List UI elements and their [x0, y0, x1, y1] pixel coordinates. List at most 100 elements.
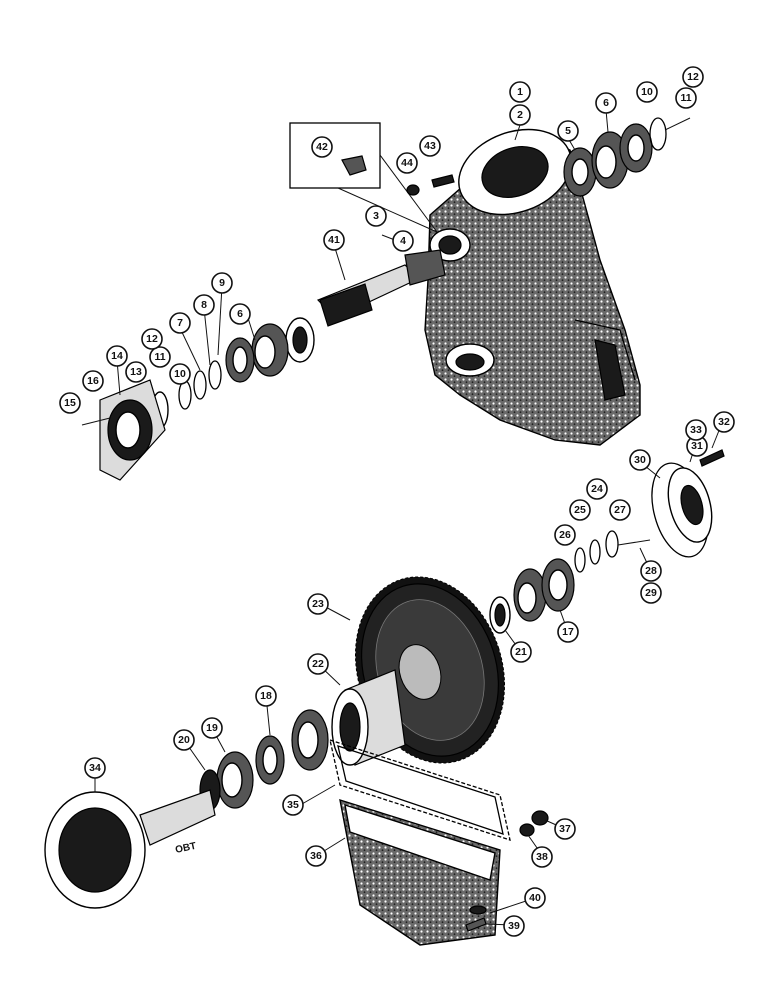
callout-label: 1	[517, 86, 523, 98]
callout-15: 15	[59, 392, 81, 414]
callout-label: 6	[237, 308, 243, 320]
callout-38: 38	[531, 846, 553, 868]
callout-label: 6	[603, 97, 609, 109]
callout-label: 16	[87, 375, 99, 387]
callout-label: 36	[310, 850, 322, 862]
callout-label: 10	[174, 368, 186, 380]
callout-8: 8	[193, 294, 215, 316]
callout-label: 4	[400, 235, 406, 247]
callout-11-upper-left: 11	[149, 346, 171, 368]
callout-42: 42	[311, 136, 333, 158]
callout-label: 19	[206, 722, 218, 734]
callout-28: 28	[640, 560, 662, 582]
callout-41: 41	[323, 229, 345, 251]
callout-30: 30	[629, 449, 651, 471]
callout-label: 34	[89, 762, 101, 774]
callout-label: 22	[312, 658, 324, 670]
callout-label: 11	[154, 351, 165, 363]
callout-label: 38	[536, 851, 548, 863]
callout-33: 33	[685, 419, 707, 441]
callout-label: 28	[645, 565, 657, 577]
upper-right-bearings	[406, 117, 691, 197]
callout-label: 13	[130, 366, 142, 378]
callout-label: 3	[373, 210, 379, 222]
callout-label: 44	[401, 157, 413, 169]
callout-label: 21	[515, 646, 527, 658]
axle-flange: OBT	[44, 789, 216, 909]
callout-10-upper-right: 10	[636, 81, 658, 103]
callout-label: 26	[559, 529, 571, 541]
callout-label: 37	[559, 823, 571, 835]
callout-label: 23	[312, 598, 324, 610]
callout-label: 12	[146, 333, 158, 345]
final-drive-housing	[424, 128, 641, 446]
callout-label: 25	[574, 504, 586, 516]
input-shaft	[316, 249, 446, 327]
callout-label: 41	[328, 234, 340, 246]
callout-label: 30	[634, 454, 646, 466]
callout-label: 12	[687, 71, 699, 83]
callout-label: 40	[529, 892, 541, 904]
callout-label: 29	[645, 587, 657, 599]
callout-label: 5	[565, 125, 571, 137]
callout-27: 27	[609, 499, 631, 521]
callout-16: 16	[82, 370, 104, 392]
callout-23: 23	[307, 593, 329, 615]
callout-label: 43	[424, 140, 436, 152]
callout-label: 27	[614, 504, 626, 516]
callout-label: 24	[591, 483, 603, 495]
callout-4: 4	[392, 230, 414, 252]
callout-32: 32	[713, 411, 735, 433]
callout-18: 18	[255, 685, 277, 707]
callout-1: 2	[509, 104, 531, 126]
callout-13: 13	[125, 361, 147, 383]
callout-label: 14	[111, 350, 123, 362]
callout-10-upper-left: 10	[169, 363, 191, 385]
gasket	[329, 739, 511, 841]
callout-label: 2	[517, 109, 523, 121]
callout-label: 42	[316, 141, 328, 153]
callout-12-upper-left: 12	[141, 328, 163, 350]
callout-44: 44	[396, 152, 418, 174]
callout-label: 32	[718, 416, 730, 428]
callout-36: 36	[305, 845, 327, 867]
callout-label: 31	[691, 440, 703, 452]
callout-34: 34	[84, 757, 106, 779]
callout-label: 20	[178, 734, 190, 746]
callout-2: 1	[509, 81, 531, 103]
callout-label: 10	[641, 86, 653, 98]
callout-22: 22	[307, 653, 329, 675]
callout-11-upper-right: 11	[675, 87, 697, 109]
callout-3: 3	[365, 205, 387, 227]
callout-17: 17	[557, 621, 579, 643]
callout-label: 39	[508, 920, 520, 932]
callout-label: 17	[562, 626, 574, 638]
callout-40: 40	[524, 887, 546, 909]
gear-hub-sleeve	[331, 669, 406, 766]
lower-right-bearings	[489, 449, 725, 634]
callout-35: 35	[282, 794, 304, 816]
callout-5: 5	[557, 120, 579, 142]
callout-25: 25	[569, 499, 591, 521]
callout-39: 39	[503, 915, 525, 937]
callout-20: 20	[173, 729, 195, 751]
callout-43: 43	[419, 135, 441, 157]
callout-29: 29	[640, 582, 662, 604]
cover-pan	[339, 798, 549, 946]
callout-21: 21	[510, 641, 532, 663]
callout-label: 7	[177, 317, 183, 329]
callout-9: 9	[211, 272, 233, 294]
callout-19: 19	[201, 717, 223, 739]
callout-6-upper-right: 6	[595, 92, 617, 114]
callout-label: 9	[219, 277, 225, 289]
callout-37: 37	[554, 818, 576, 840]
callout-7: 7	[169, 312, 191, 334]
callout-6-upper-left: 6	[229, 303, 251, 325]
callout-12-upper-right: 12	[682, 66, 704, 88]
callout-26: 26	[554, 524, 576, 546]
callout-label: 18	[260, 690, 272, 702]
callout-label: 35	[287, 799, 299, 811]
callout-24: 24	[586, 478, 608, 500]
upper-left-bearings	[81, 317, 315, 481]
